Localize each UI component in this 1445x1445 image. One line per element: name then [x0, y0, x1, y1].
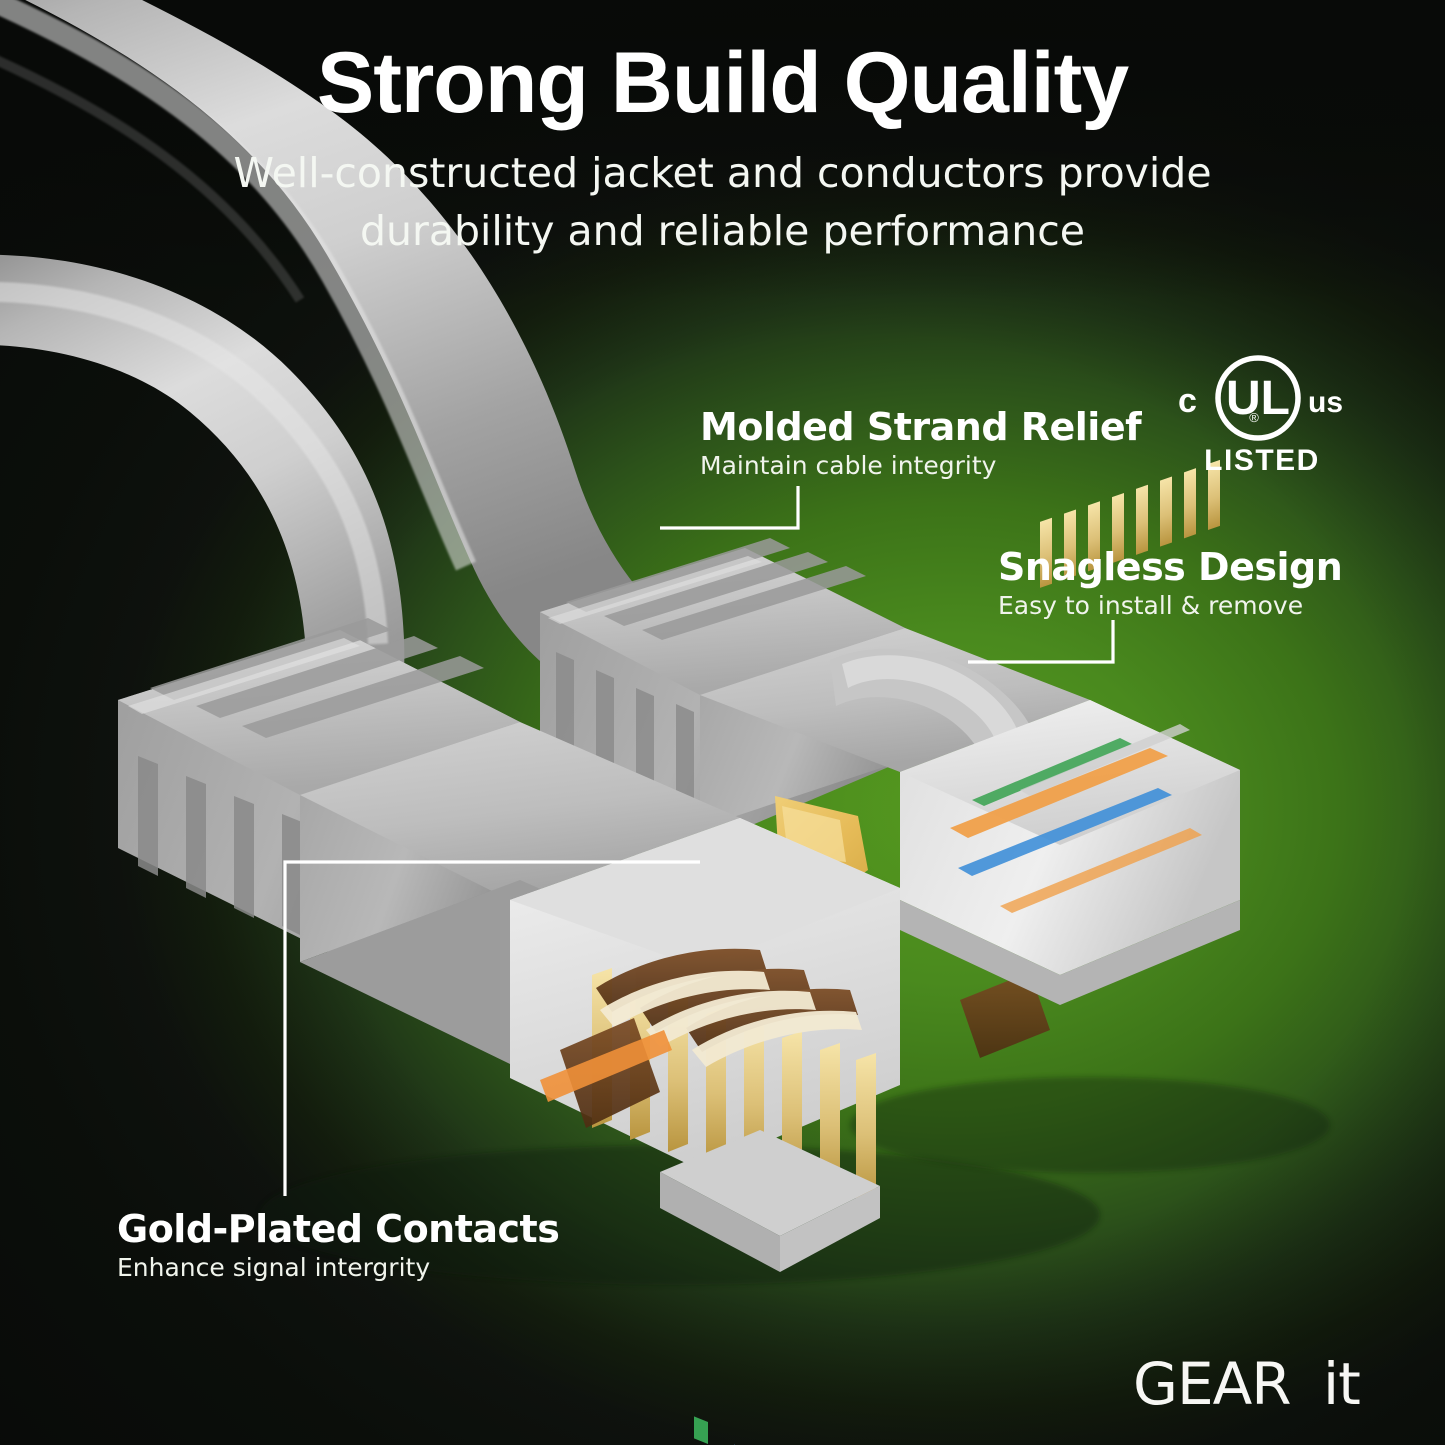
callout-gold-plated-contacts: Gold-Plated Contacts Enhance signal inte…: [117, 1207, 560, 1282]
logo-text-lower: it: [1323, 1352, 1360, 1418]
ul-registered-mark: ®: [1249, 410, 1259, 425]
callout-subtitle: Easy to install & remove: [998, 591, 1304, 620]
cULus-listed-icon: c UL ® us LISTED: [1178, 355, 1343, 477]
subtitle-line-1: Well-constructed jacket and conductors p…: [233, 149, 1212, 197]
callout-title: Molded Strand Relief: [700, 405, 1142, 449]
callout-subtitle: Maintain cable integrity: [700, 451, 997, 480]
callout-title: Snagless Design: [998, 545, 1343, 589]
logo-text-upper: GEAR: [1133, 1352, 1291, 1418]
gearit-logo: GEAR it: [1133, 1352, 1361, 1418]
subtitle-line-2: durability and reliable performance: [359, 207, 1086, 256]
callout-title: Gold-Plated Contacts: [117, 1207, 560, 1251]
ul-listed-text: LISTED: [1204, 444, 1320, 477]
callout-subtitle: Enhance signal intergrity: [117, 1253, 431, 1282]
callout-snagless-design: Snagless Design Easy to install & remove: [998, 545, 1343, 620]
header: Strong Build Quality Well-constructed ja…: [0, 0, 1445, 260]
callout-molded-strand-relief: Molded Strand Relief Maintain cable inte…: [700, 405, 1142, 480]
page-title: Strong Build Quality: [316, 35, 1129, 131]
page-subtitle: Well-constructed jacket and conductors p…: [218, 144, 1228, 260]
ul-prefix-c: c: [1178, 382, 1197, 420]
ul-suffix-us: us: [1308, 386, 1343, 419]
